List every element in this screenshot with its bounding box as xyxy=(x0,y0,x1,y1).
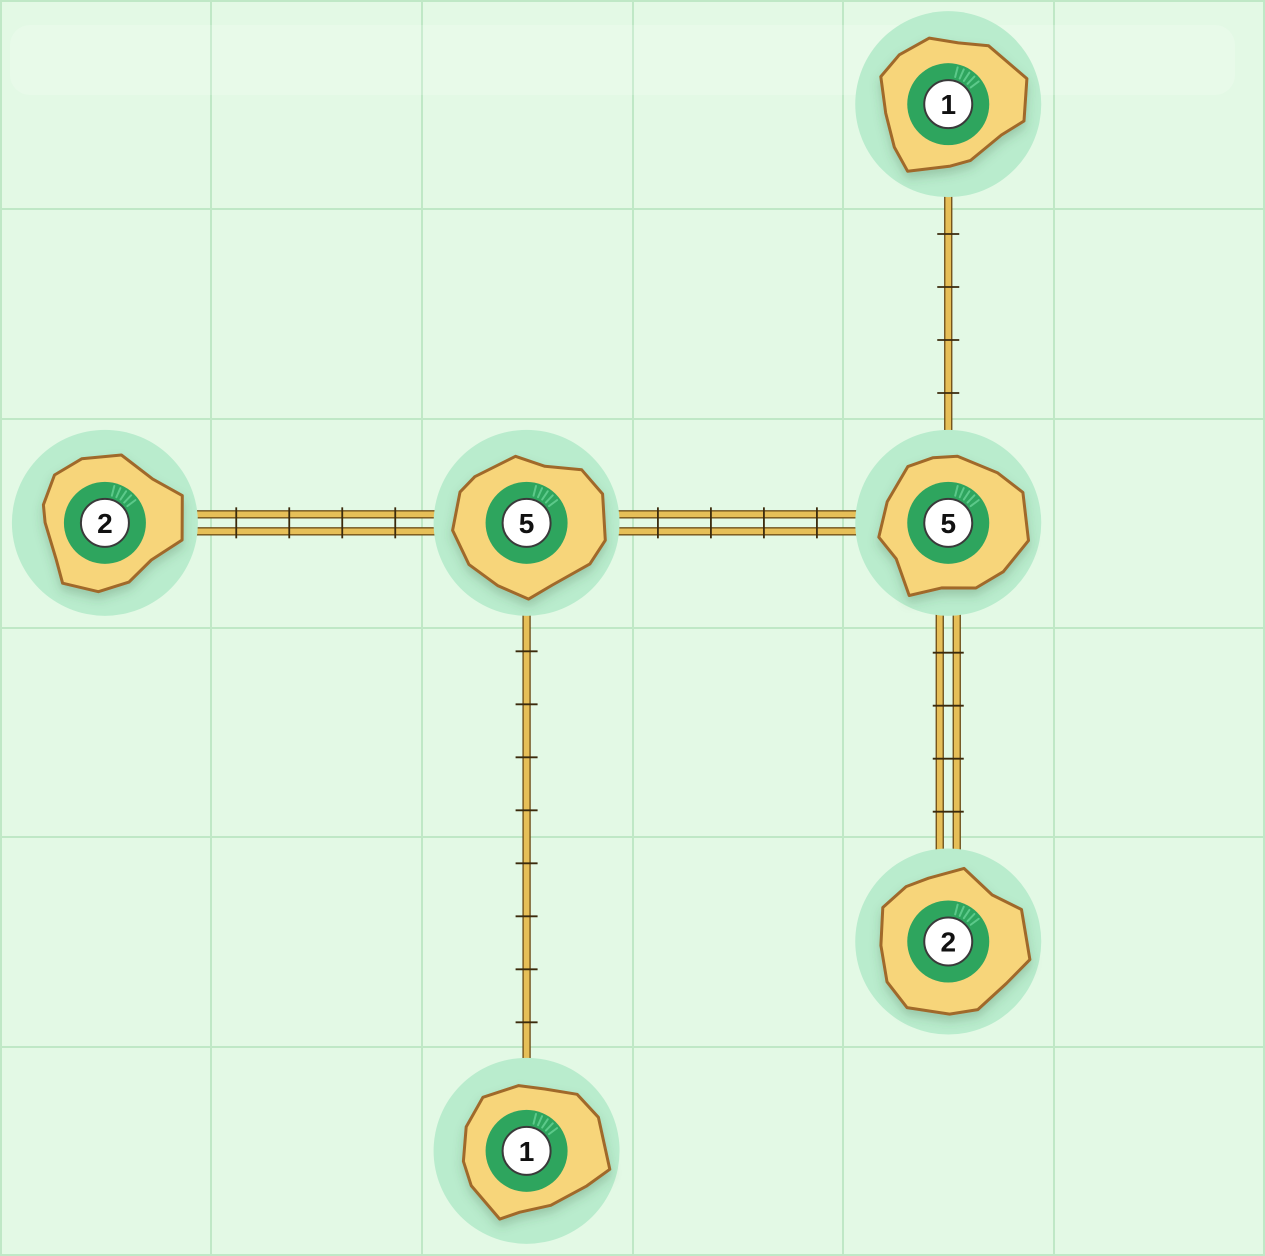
bridge-rail xyxy=(183,528,449,535)
bridge-rail xyxy=(936,601,943,864)
island-a[interactable]: 1 xyxy=(855,11,1041,197)
bridge-rail xyxy=(605,528,871,535)
island-f[interactable]: 1 xyxy=(434,1058,620,1244)
island-number: 2 xyxy=(940,927,956,958)
bridge-rail xyxy=(953,601,960,864)
island-number: 5 xyxy=(940,508,956,539)
bridge-rail xyxy=(523,601,530,1073)
island-b[interactable]: 2 xyxy=(12,430,198,616)
island-number: 1 xyxy=(519,1136,535,1167)
island-number: 2 xyxy=(97,508,113,539)
bridge-rail xyxy=(945,182,952,445)
top-strip-highlight xyxy=(10,25,1235,95)
island-number: 5 xyxy=(519,508,535,539)
island-c[interactable]: 5 xyxy=(434,430,620,616)
bridge-rail xyxy=(605,511,871,518)
island-number: 1 xyxy=(940,89,956,120)
island-d[interactable]: 5 xyxy=(855,430,1041,616)
bridge-rail xyxy=(183,511,449,518)
island-e[interactable]: 2 xyxy=(855,849,1041,1035)
